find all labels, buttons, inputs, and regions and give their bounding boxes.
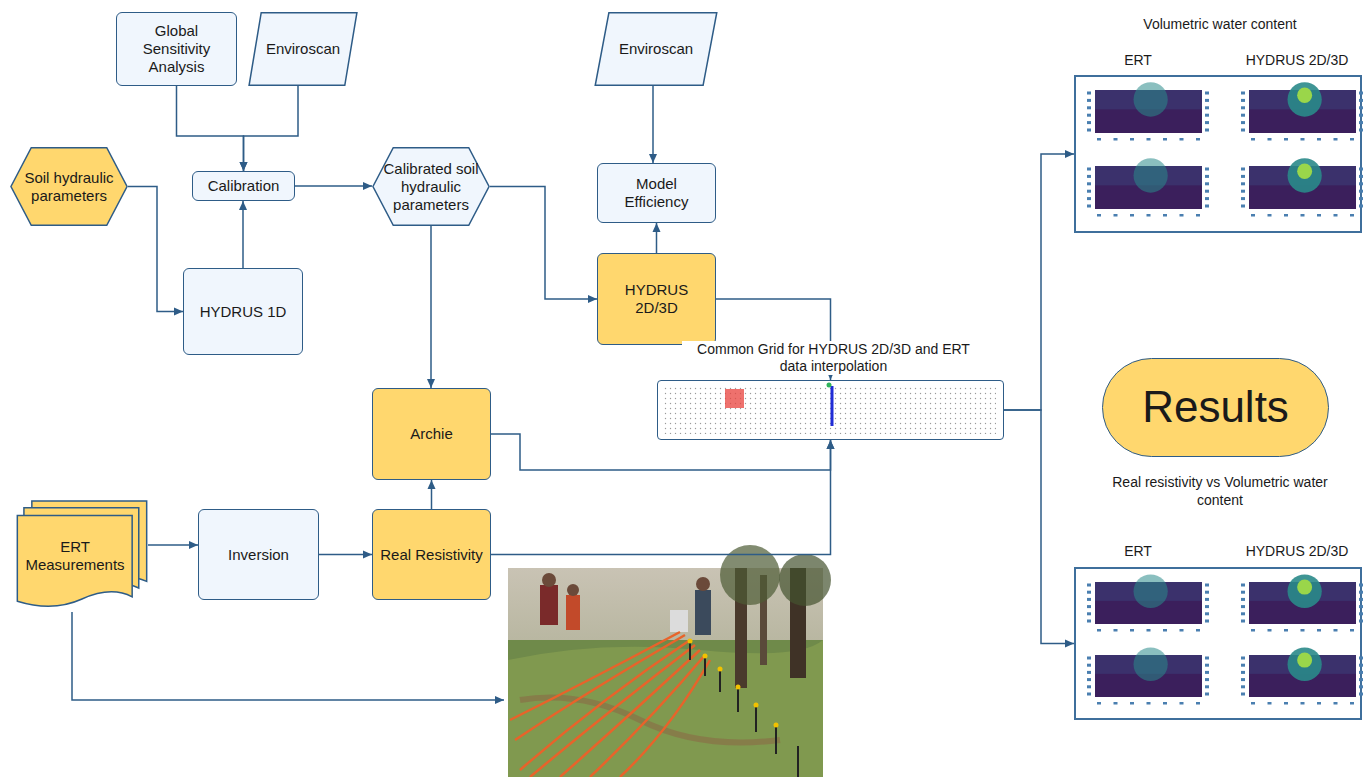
grid-drawing — [658, 381, 1003, 439]
parameter-hexagon: Soil hydraulic parameters — [10, 147, 128, 226]
flow-arrow — [652, 86, 654, 163]
flow-arrow — [295, 185, 372, 187]
node-label: Model Efficiency — [604, 175, 709, 211]
process-box: Archie — [372, 388, 491, 480]
flow-arrow — [430, 226, 432, 388]
column-header: HYDRUS 2D/3D — [1246, 542, 1349, 560]
node-label: Global Sensitivity Analysis — [123, 22, 230, 76]
photo-link — [72, 612, 504, 700]
node-label: Calibrated soil hydraulic parameters — [382, 160, 480, 214]
document-stack: ERT Measurements — [16, 500, 148, 610]
model-box: HYDRUS 1D — [183, 268, 303, 355]
node-label: Enviroscan — [266, 40, 340, 58]
process-box: Real Resistivity — [372, 509, 491, 600]
flow-arrow — [656, 223, 658, 253]
data-input: Enviroscan — [248, 12, 358, 86]
result-panel: Real resistivity vs Volumetric water con… — [1074, 567, 1362, 720]
flow-arrow — [490, 187, 597, 300]
node-label: HYDRUS 2D/3D — [604, 281, 709, 317]
results-terminal: Results — [1102, 358, 1329, 457]
panel-heading: Real resistivity vs Volumetric water con… — [1095, 473, 1345, 509]
node-label: Archie — [410, 425, 453, 443]
flow-arrow — [431, 480, 433, 509]
flow-arrow — [244, 86, 299, 171]
process-box: Calibration — [192, 171, 295, 201]
flow-arrow — [148, 544, 198, 546]
flow-arrow — [1004, 410, 1074, 644]
flow-arrow — [319, 554, 372, 556]
flow-arrow — [1004, 154, 1074, 410]
result-panel: Volumetric water contentERTHYDRUS 2D/3D — [1074, 75, 1362, 233]
process-box: Model Efficiency — [597, 163, 716, 223]
flow-arrow — [242, 201, 244, 268]
node-label: HYDRUS 1D — [200, 303, 287, 321]
parameter-hexagon: Calibrated soil hydraulic parameters — [372, 147, 490, 226]
node-label: Results — [1142, 381, 1289, 434]
grid-heading: Common Grid for HYDRUS 2D/3D and ERT dat… — [682, 341, 986, 375]
flow-arrow — [128, 187, 183, 312]
node-label: Calibration — [208, 177, 280, 195]
column-header: HYDRUS 2D/3D — [1246, 51, 1349, 69]
flow-arrow — [177, 86, 244, 171]
flow-arrow — [491, 440, 831, 555]
grid-panel: Common Grid for HYDRUS 2D/3D and ERT dat… — [657, 380, 1004, 440]
panel-heading: Volumetric water content — [1090, 15, 1350, 33]
heatmap-thumbnails — [1076, 77, 1360, 231]
data-input: Enviroscan — [594, 12, 718, 86]
process-box: Inversion — [198, 509, 319, 600]
node-label: Inversion — [228, 546, 289, 564]
field-photo — [508, 545, 831, 777]
process-box: Global Sensitivity Analysis — [116, 12, 237, 86]
column-header: ERT — [1124, 542, 1152, 560]
model-box: HYDRUS 2D/3D — [597, 253, 716, 345]
node-label: Enviroscan — [619, 40, 693, 58]
node-label: ERT Measurements — [22, 538, 128, 574]
heatmap-thumbnails — [1076, 569, 1360, 718]
node-label: Soil hydraulic parameters — [20, 169, 118, 205]
column-header: ERT — [1124, 51, 1152, 69]
node-label: Real Resistivity — [380, 546, 483, 564]
